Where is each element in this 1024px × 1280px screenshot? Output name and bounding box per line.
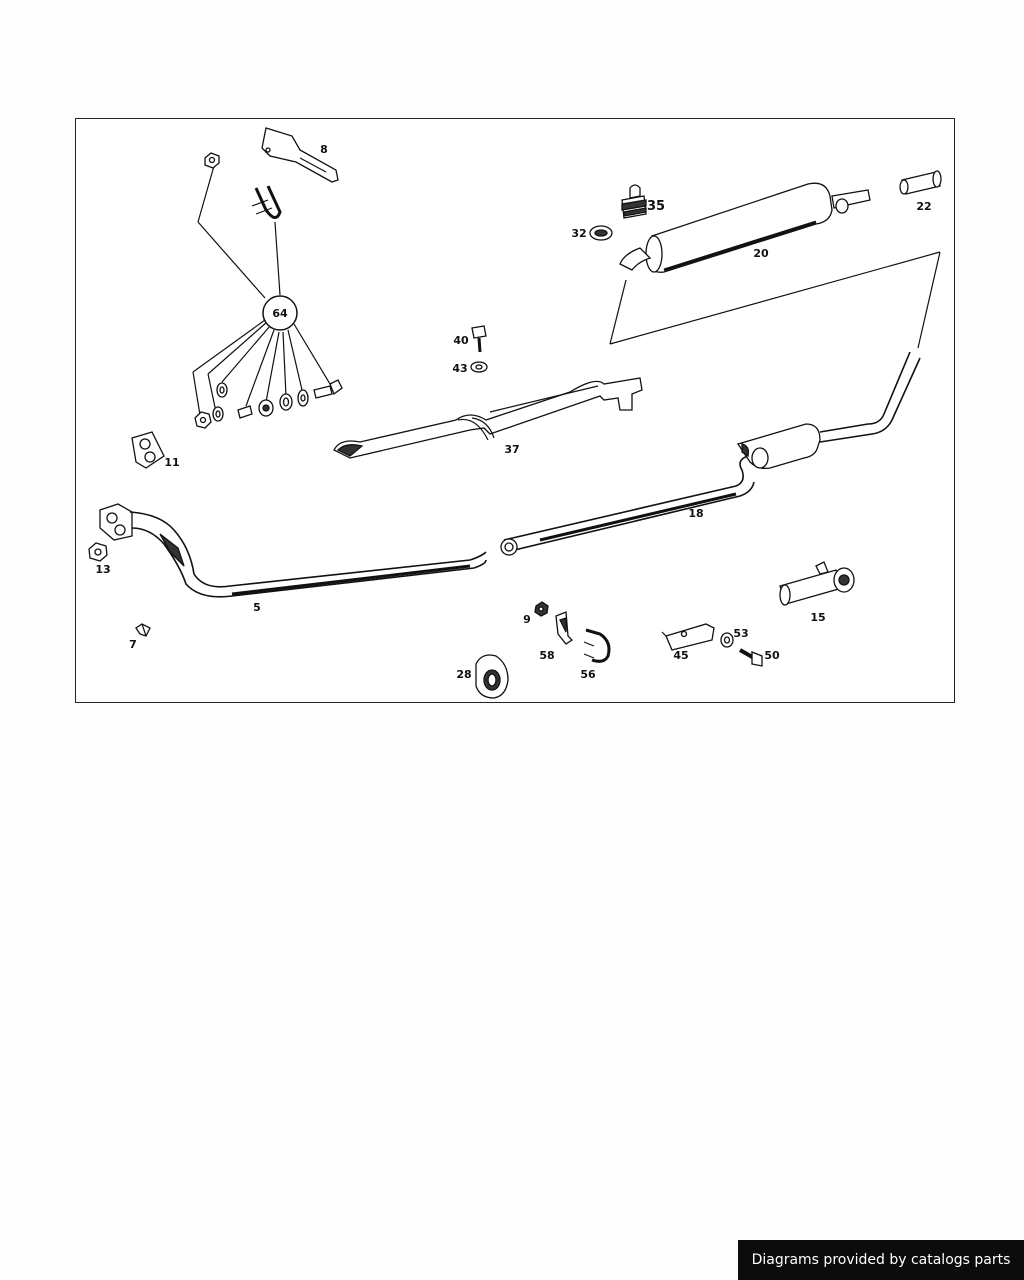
label-43: 43: [452, 362, 467, 375]
part-labels: 5 7 8 9 11 13 15 18 20 22 28 32 35 37 40…: [95, 143, 931, 681]
callout-64: 64: [262, 295, 298, 331]
label-53: 53: [733, 627, 748, 640]
u-bolt-upper[interactable]: [251, 185, 282, 219]
svg-text:64: 64: [272, 307, 288, 320]
part-18-intermediate-pipe[interactable]: [500, 351, 921, 556]
part-7-clip[interactable]: [135, 623, 151, 637]
label-22: 22: [916, 200, 931, 213]
label-9: 9: [523, 613, 531, 626]
leader-lines: [192, 165, 941, 416]
part-50-bolt[interactable]: [739, 648, 763, 667]
label-56: 56: [580, 668, 596, 681]
credit-badge: Diagrams provided by catalogs parts: [738, 1240, 1024, 1280]
label-50: 50: [764, 649, 780, 662]
hardware-set[interactable]: [194, 379, 343, 429]
part-37-heat-shield[interactable]: [333, 377, 643, 459]
part-53-washer[interactable]: [720, 632, 734, 648]
part-45-bracket[interactable]: [661, 623, 715, 651]
label-13: 13: [95, 563, 110, 576]
part-20-rear-muffler[interactable]: [619, 182, 871, 273]
part-58-clamp-half[interactable]: [555, 611, 574, 645]
label-37: 37: [504, 443, 519, 456]
part-32-ring[interactable]: [589, 225, 613, 241]
part-8-bracket[interactable]: [261, 127, 339, 183]
label-11: 11: [164, 456, 179, 469]
label-7: 7: [129, 638, 137, 651]
part-11-gasket[interactable]: [131, 431, 165, 469]
part-56-u-bolt[interactable]: [583, 628, 611, 663]
part-22-tail-tip[interactable]: [899, 170, 942, 195]
label-32: 32: [571, 227, 586, 240]
part-13-nut[interactable]: [88, 542, 108, 562]
label-58: 58: [539, 649, 554, 662]
part-15-clamp-sleeve[interactable]: [779, 561, 855, 606]
label-15: 15: [810, 611, 825, 624]
nut-upper[interactable]: [204, 152, 220, 169]
part-5-front-pipe[interactable]: [99, 503, 487, 598]
part-43-washer[interactable]: [470, 361, 488, 373]
label-40: 40: [453, 334, 469, 347]
credit-text: Diagrams provided by catalogs parts: [751, 1252, 1011, 1268]
label-5: 5: [253, 601, 261, 614]
label-35: 35: [647, 199, 665, 214]
part-9-nut[interactable]: [534, 601, 549, 617]
label-45: 45: [673, 649, 688, 662]
label-28: 28: [456, 668, 471, 681]
label-8: 8: [320, 143, 328, 156]
label-20: 20: [753, 247, 769, 260]
part-40-bolt[interactable]: [471, 325, 487, 353]
part-35-rubber-mount[interactable]: [621, 184, 647, 219]
part-28-clamp[interactable]: [475, 654, 509, 699]
label-18: 18: [688, 507, 703, 520]
